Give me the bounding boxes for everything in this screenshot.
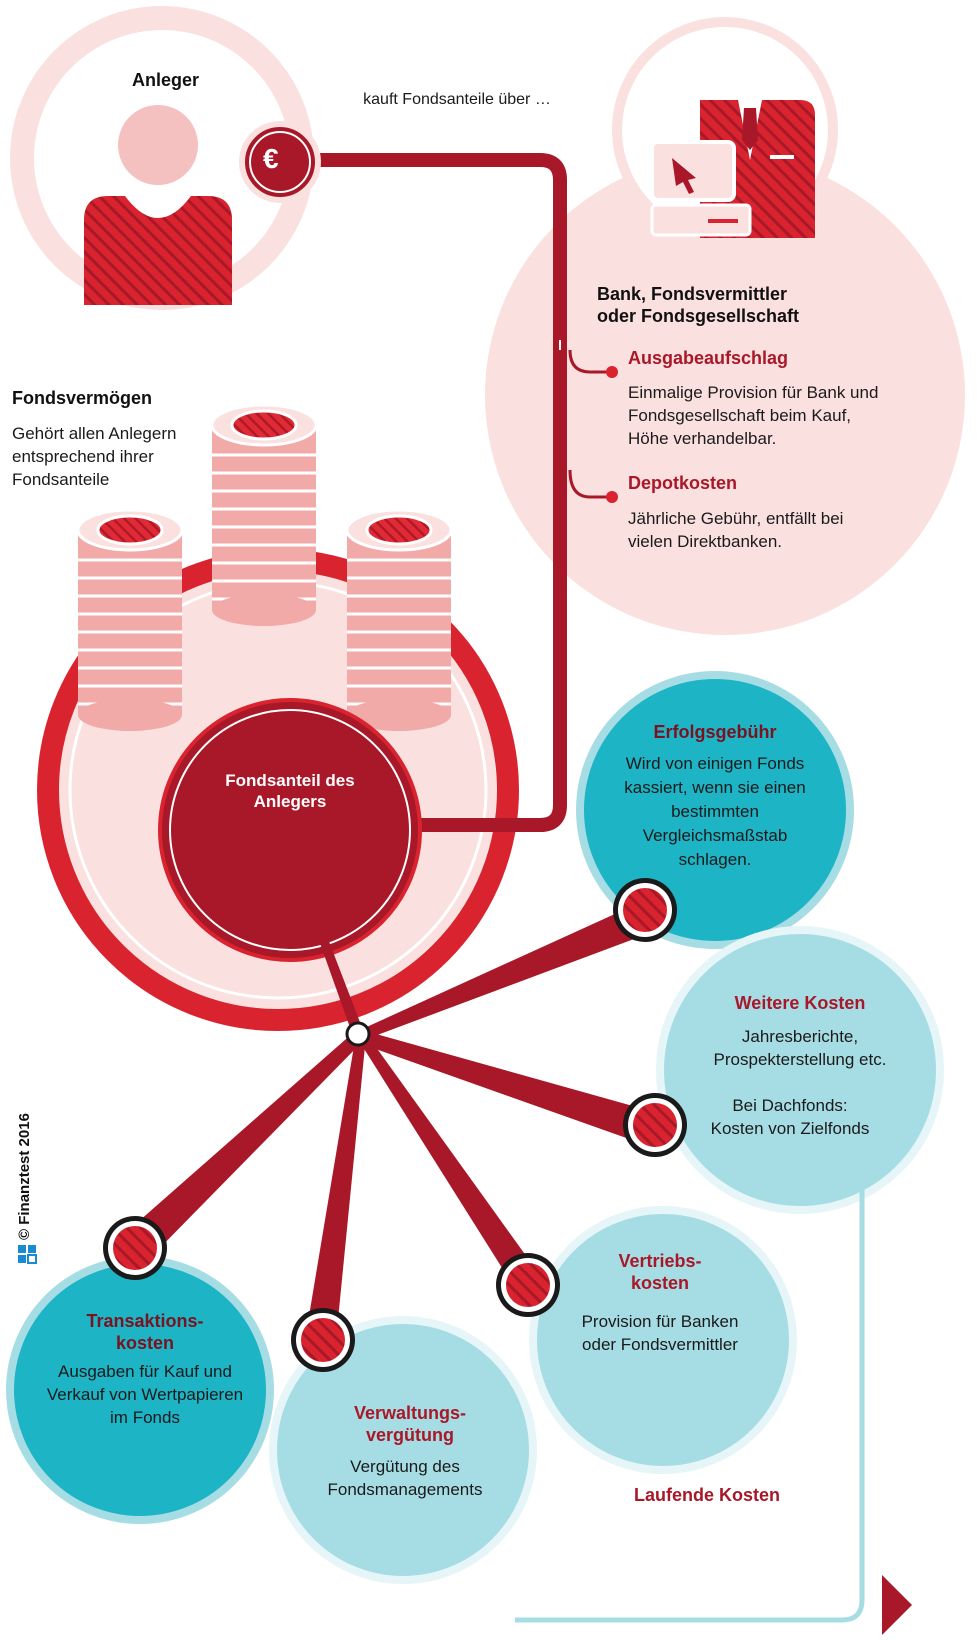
copyright-label: © Finanztest 2016 <box>16 1113 33 1240</box>
purchase-connector-line <box>300 153 567 832</box>
coin-stack-right <box>345 508 453 731</box>
investor-person-icon <box>84 105 232 305</box>
coin-stack-left <box>76 508 184 731</box>
other-costs-circle <box>656 926 944 1214</box>
investor-title: Anleger <box>132 70 200 90</box>
management-fee-title: Verwaltungs- vergütung <box>353 1403 467 1445</box>
distribution-costs-text: Provision für Banken oder Fondsvermittle… <box>581 1312 739 1354</box>
performance-fee-title: Erfolgsgebühr <box>653 722 777 742</box>
cost-spokes <box>122 866 658 1340</box>
running-costs-label: Laufende Kosten <box>634 1485 781 1505</box>
investor-share-circle <box>158 698 422 962</box>
other-costs-title: Weitere Kosten <box>734 993 866 1013</box>
front-load-title: Ausgabeaufschlag <box>628 348 789 368</box>
other-costs-text: Jahresberichte, Prospekterstellung etc. <box>713 1027 887 1069</box>
investor-euro-coin <box>239 121 321 203</box>
running-costs-bracket <box>515 1190 865 1623</box>
buy-label: kauft Fondsanteile über … <box>363 91 551 108</box>
transaction-costs-title: Transaktions- kosten <box>86 1311 204 1353</box>
bank-employee-icon <box>650 100 815 238</box>
fund-of-funds-text: Bei Dachfonds: Kosten von Zielfonds <box>710 1096 870 1138</box>
performance-fee-text: Wird von einigen Fonds kassiert, wenn si… <box>624 754 806 869</box>
front-load-text: Einmalige Provision für Bank und Fondsge… <box>628 383 879 448</box>
investor-euro-symbol: € <box>263 143 279 174</box>
transaction-costs-text: Ausgaben für Kauf und Verkauf von Wertpa… <box>46 1362 244 1427</box>
fund-assets-text: Gehört allen Anlegern entsprechend ihrer… <box>12 424 177 489</box>
fund-assets-title: Fondsvermögen <box>12 388 153 408</box>
management-fee-circle <box>269 1316 537 1584</box>
management-fee-text: Vergütung des Fondsmanagements <box>327 1457 483 1499</box>
cost-euro-coins <box>103 878 687 1372</box>
bank-title: Bank, Fondsvermittler oder Fondsgesellsc… <box>597 284 800 326</box>
distribution-costs-circle <box>529 1206 797 1474</box>
finanztest-logo-icon <box>18 1245 37 1264</box>
bank-circle <box>485 155 965 635</box>
custody-fee-text: Jährliche Gebühr, entfällt bei vielen Di… <box>628 509 844 551</box>
coin-stack-middle <box>210 403 318 626</box>
custody-fee-title: Depotkosten <box>628 473 738 493</box>
hub-node <box>345 1021 371 1047</box>
performance-fee-circle <box>576 671 854 949</box>
running-costs-arrow-icon <box>882 1575 912 1635</box>
investor-share-label: Fondsanteil des Anlegers <box>225 771 355 811</box>
distribution-costs-title: Vertriebs- kosten <box>618 1251 702 1293</box>
